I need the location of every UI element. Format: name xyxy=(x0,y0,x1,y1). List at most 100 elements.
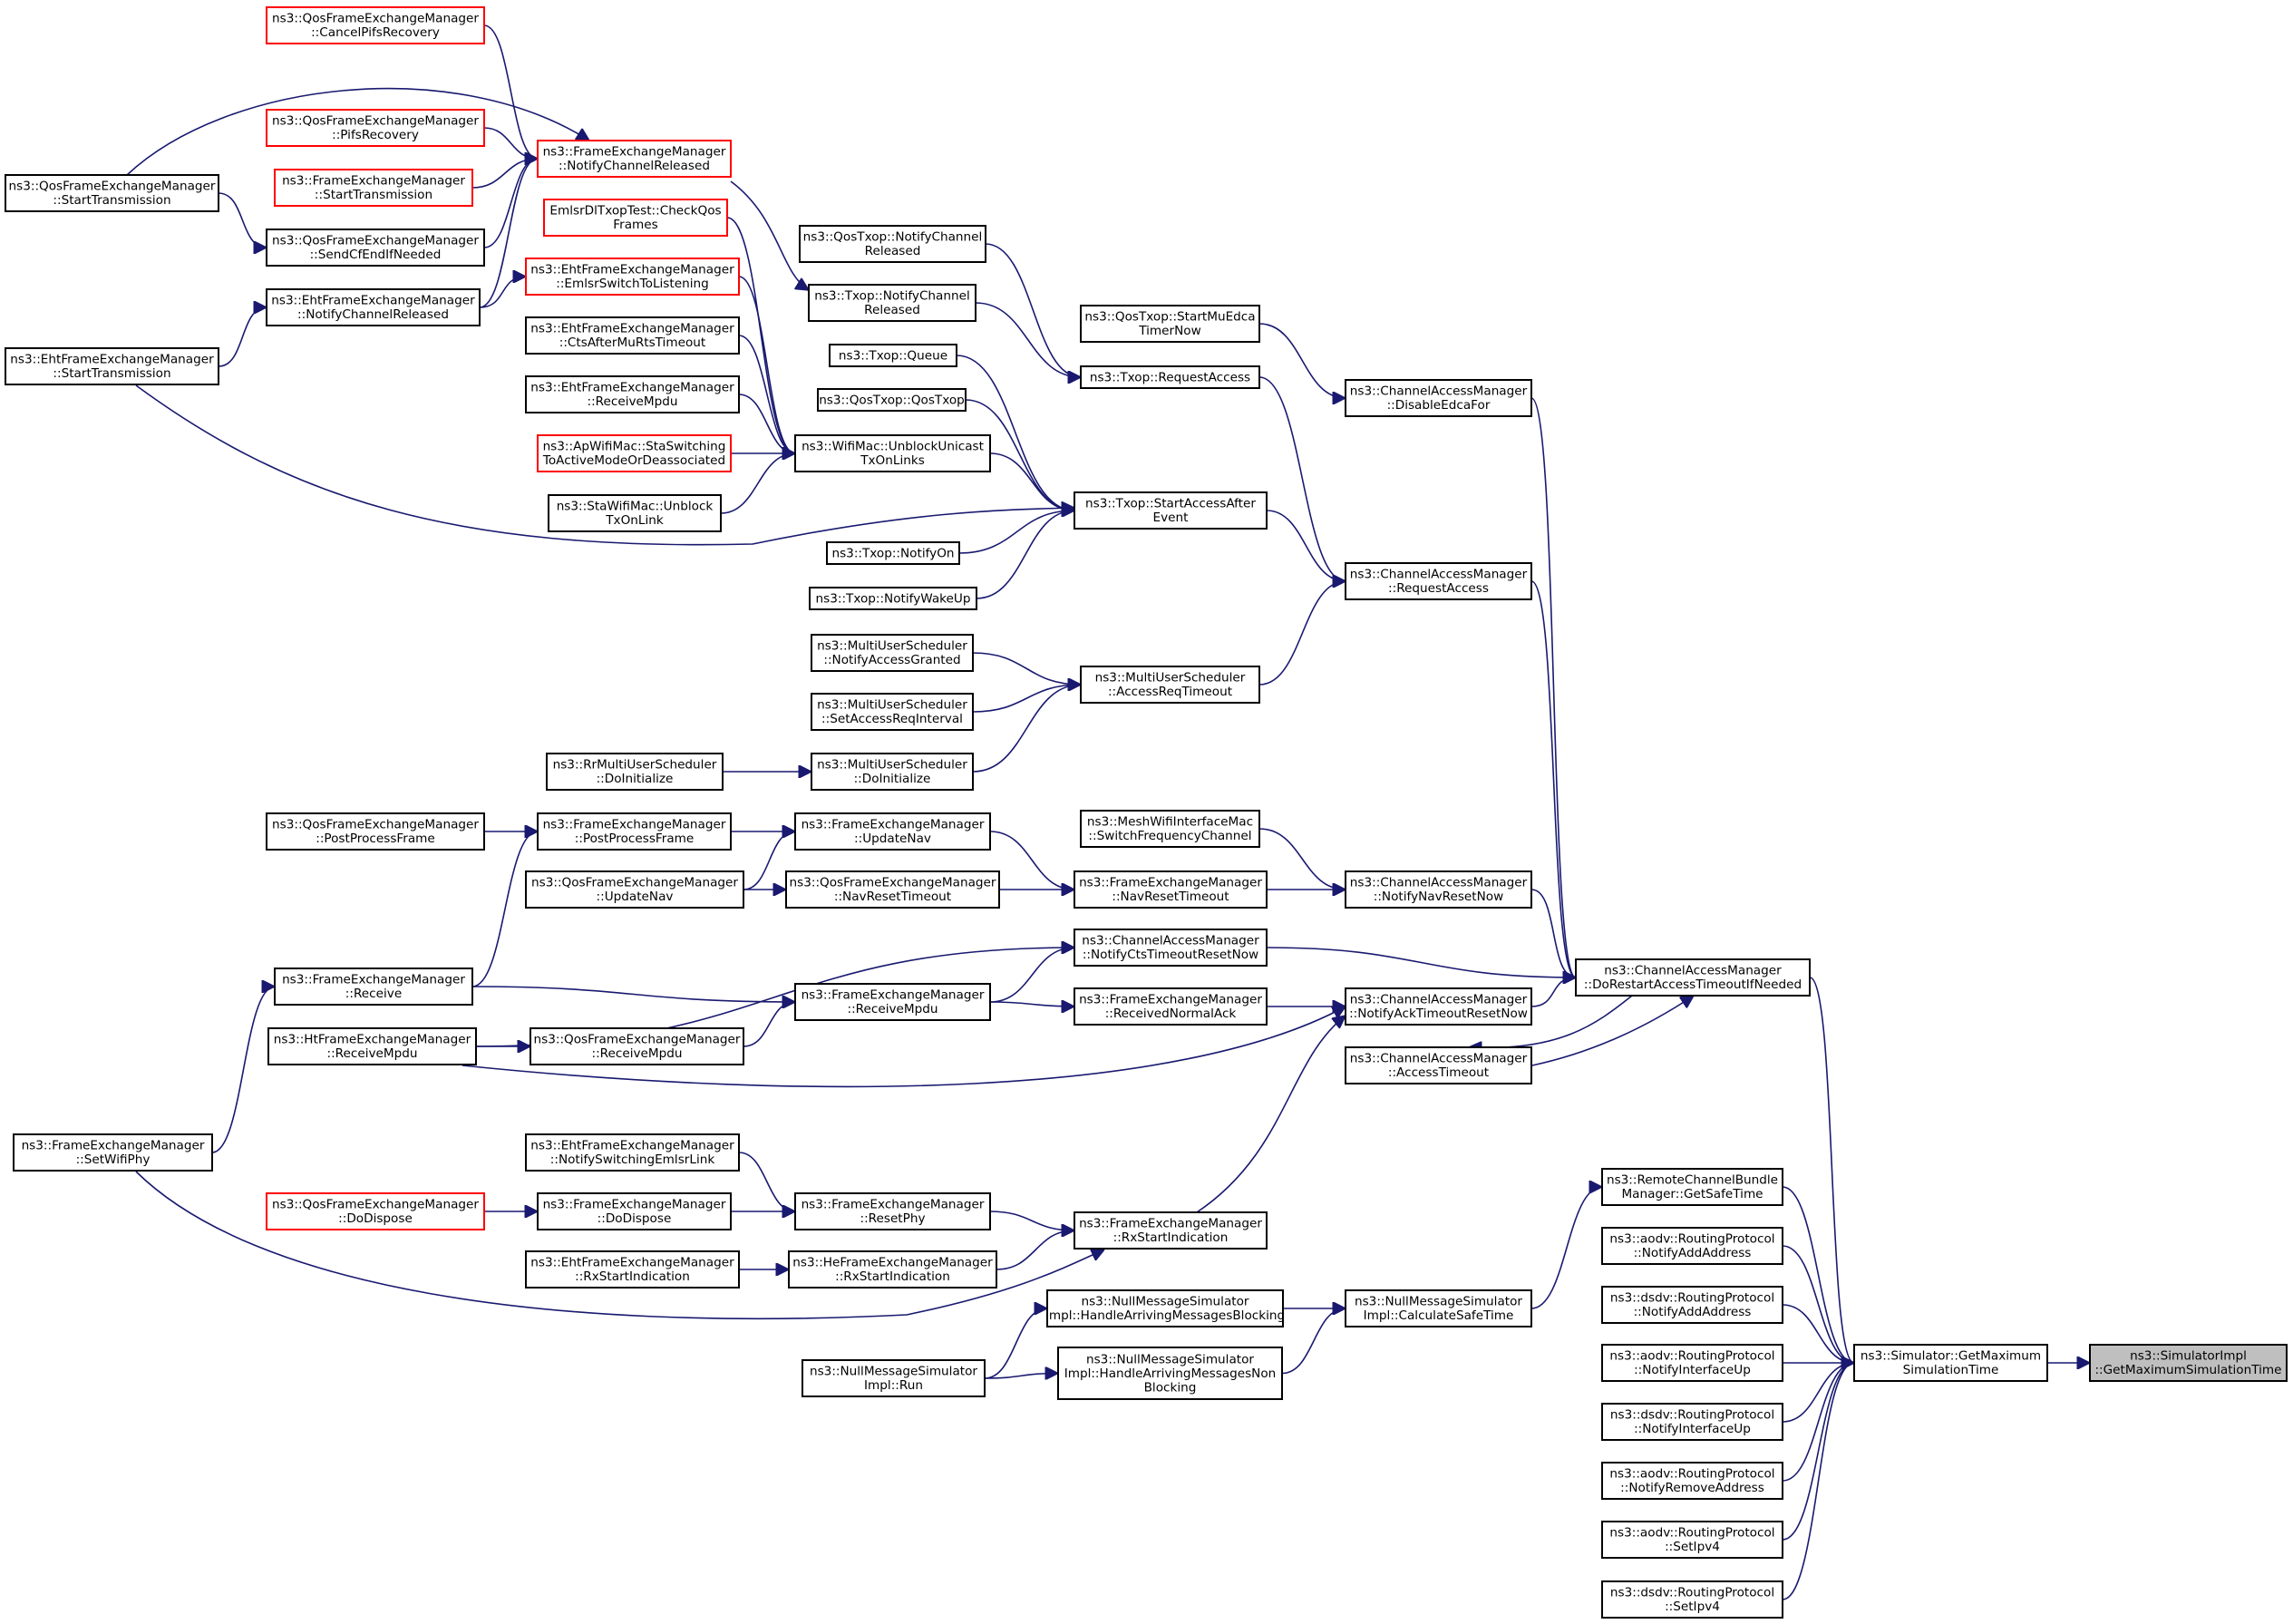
node-ehtframeexchangemanager-emlsrswitchtolistening[interactable]: ns3::EhtFrameExchangeManager::EmlsrSwitc… xyxy=(525,258,740,296)
node-remotechannelbundlemanager-getsafetime[interactable]: ns3::RemoteChannelBundleManager::GetSafe… xyxy=(1601,1168,1783,1206)
node-box xyxy=(1080,365,1260,389)
node-simulator-getmaximumsimulationtime[interactable]: ns3::Simulator::GetMaximumSimulationTime xyxy=(1853,1344,2048,1382)
node-frameexchangemanager-dodispose[interactable]: ns3::FrameExchangeManager::DoDispose xyxy=(537,1192,732,1230)
node-ehtframeexchangemanager-receivempdu[interactable]: ns3::EhtFrameExchangeManager::ReceiveMpd… xyxy=(525,375,740,413)
node-box xyxy=(537,812,732,851)
node-qosframeexchangemanager-updatenav[interactable]: ns3::QosFrameExchangeManager::UpdateNav xyxy=(525,870,744,909)
node-label-line: ns3::EhtFrameExchangeManager xyxy=(271,294,475,308)
node-txop-requestaccess[interactable]: ns3::Txop::RequestAccess xyxy=(1080,365,1260,389)
node-label-line: ns3::HeFrameExchangeManager xyxy=(792,1256,993,1270)
node-label-line: ns3::ChannelAccessManager xyxy=(1350,568,1528,582)
node-dsdv-routingprotocol-notifyinterfaceup[interactable]: ns3::dsdv::RoutingProtocol::NotifyInterf… xyxy=(1601,1403,1783,1441)
node-qosframeexchangemanager-navresettimeout[interactable]: ns3::QosFrameExchangeManager::NavResetTi… xyxy=(785,870,1000,909)
node-channelaccessmanager-accesstimeout[interactable]: ns3::ChannelAccessManager::AccessTimeout xyxy=(1345,1046,1532,1084)
node-qosframeexchangemanager-cancelpifsrecovery[interactable]: ns3::QosFrameExchangeManager::CancelPifs… xyxy=(266,6,485,44)
node-channelaccessmanager-disableedcafor[interactable]: ns3::ChannelAccessManager::DisableEdcaFo… xyxy=(1345,379,1532,417)
node-heframeexchangemanager-rxstartindication[interactable]: ns3::HeFrameExchangeManager::RxStartIndi… xyxy=(788,1250,997,1289)
node-frameexchangemanager-receivednormalack[interactable]: ns3::FrameExchangeManager::ReceivedNorma… xyxy=(1074,987,1268,1026)
node-ehtframeexchangemanager-ctsaftermurtstimeout[interactable]: ns3::EhtFrameExchangeManager::CtsAfterMu… xyxy=(525,316,740,355)
node-aodv-routingprotocol-setipv4[interactable]: ns3::aodv::RoutingProtocol::SetIpv4 xyxy=(1601,1521,1783,1559)
node-box xyxy=(1345,1046,1532,1084)
node-aodv-routingprotocol-notifyinterfaceup[interactable]: ns3::aodv::RoutingProtocol::NotifyInterf… xyxy=(1601,1344,1783,1382)
node-box xyxy=(794,434,991,472)
node-frameexchangemanager-setwifiphy[interactable]: ns3::FrameExchangeManager::SetWifiPhy xyxy=(13,1133,213,1172)
node-dsdv-routingprotocol-setipv4[interactable]: ns3::dsdv::RoutingProtocol::SetIpv4 xyxy=(1601,1580,1783,1619)
node-multiuserscheduler-accessreqtimeout[interactable]: ns3::MultiUserScheduler::AccessReqTimeou… xyxy=(1080,666,1260,704)
node-frameexchangemanager-starttransmission[interactable]: ns3::FrameExchangeManager::StartTransmis… xyxy=(274,169,473,207)
node-ehtframeexchangemanager-notifychannelreleased[interactable]: ns3::EhtFrameExchangeManager::NotifyChan… xyxy=(266,288,481,326)
node-box xyxy=(274,169,473,207)
node-ehtframeexchangemanager-rxstartindication[interactable]: ns3::EhtFrameExchangeManager::RxStartInd… xyxy=(525,1250,740,1289)
node-nullmessagesimulatorimpl-calculatesafetime[interactable]: ns3::NullMessageSimulatorImpl::Calculate… xyxy=(1345,1289,1532,1327)
node-frameexchangemanager-receivempdu[interactable]: ns3::FrameExchangeManager::ReceiveMpdu xyxy=(794,983,991,1021)
node-qosframeexchangemanager-sendcfendifneeded[interactable]: ns3::QosFrameExchangeManager::SendCfEndI… xyxy=(266,229,485,267)
node-box xyxy=(1601,1462,1783,1500)
node-frameexchangemanager-notifychannelreleased[interactable]: ns3::FrameExchangeManager::NotifyChannel… xyxy=(537,140,732,178)
node-box xyxy=(543,199,728,237)
node-dsdv-routingprotocol-notifyaddaddress[interactable]: ns3::dsdv::RoutingProtocol::NotifyAddAdd… xyxy=(1601,1286,1783,1324)
node-frameexchangemanager-rxstartindication[interactable]: ns3::FrameExchangeManager::RxStartIndica… xyxy=(1074,1211,1268,1250)
node-htframeexchangemanager-receivempdu[interactable]: ns3::HtFrameExchangeManager::ReceiveMpdu xyxy=(267,1027,477,1065)
node-frameexchangemanager-postprocessframe[interactable]: ns3::FrameExchangeManager::PostProcessFr… xyxy=(537,812,732,851)
node-qostxop-notifychannelreleased[interactable]: ns3::QosTxop::NotifyChannelReleased xyxy=(799,225,986,263)
node-box xyxy=(1074,929,1268,967)
node-label-line: ns3::FrameExchangeManager xyxy=(543,145,726,160)
node-label-line: ::NotifyInterfaceUp xyxy=(1634,1363,1751,1377)
node-nullmessagesimulatorimpl-handlearrivingmessagesblocking[interactable]: ns3::NullMessageSimulatorImpl::HandleArr… xyxy=(1045,1289,1285,1327)
node-qosframeexchangemanager-dodispose[interactable]: ns3::QosFrameExchangeManager::DoDispose xyxy=(266,1192,485,1230)
node-txop-queue[interactable]: ns3::Txop::Queue xyxy=(829,344,957,367)
node-box xyxy=(274,968,473,1006)
node-txop-notifywakeup[interactable]: ns3::Txop::NotifyWakeUp xyxy=(809,587,977,610)
node-label-line: ::ReceivedNormalAck xyxy=(1105,1006,1237,1021)
node-apwifimac-staswitchingtoactivemodeordeassociated[interactable]: ns3::ApWifiMac::StaSwitchingToActiveMode… xyxy=(537,434,732,472)
node-frameexchangemanager-navresettimeout[interactable]: ns3::FrameExchangeManager::NavResetTimeo… xyxy=(1074,870,1268,909)
node-channelaccessmanager-requestaccess[interactable]: ns3::ChannelAccessManager::RequestAccess xyxy=(1345,562,1532,600)
node-qosframeexchangemanager-postprocessframe[interactable]: ns3::QosFrameExchangeManager::PostProces… xyxy=(266,812,485,851)
node-box xyxy=(525,316,740,355)
node-ehtframeexchangemanager-starttransmission[interactable]: ns3::EhtFrameExchangeManager::StartTrans… xyxy=(5,347,219,385)
node-label-line: ::SetIpv4 xyxy=(1665,1600,1720,1614)
node-rrmultiuserscheduler-doinitialize[interactable]: ns3::RrMultiUserScheduler::DoInitialize xyxy=(546,753,724,791)
node-frameexchangemanager-updatenav[interactable]: ns3::FrameExchangeManager::UpdateNav xyxy=(794,812,991,851)
node-channelaccessmanager-notifyacktimeoutresetnow[interactable]: ns3::ChannelAccessManager::NotifyAckTime… xyxy=(1345,987,1532,1026)
node-aodv-routingprotocol-notifyremoveaddress[interactable]: ns3::aodv::RoutingProtocol::NotifyRemove… xyxy=(1601,1462,1783,1500)
node-multiuserscheduler-setaccessreqinterval[interactable]: ns3::MultiUserScheduler::SetAccessReqInt… xyxy=(811,693,974,731)
node-txop-notifychannelreleased[interactable]: ns3::Txop::NotifyChannelReleased xyxy=(808,284,976,322)
node-meshwifiinterfacemac-switchfrequencychannel[interactable]: ns3::MeshWifiInterfaceMac::SwitchFrequen… xyxy=(1080,810,1260,848)
node-multiuserscheduler-doinitialize[interactable]: ns3::MultiUserScheduler::DoInitialize xyxy=(811,753,974,791)
node-simulatorimpl-getmaximumsimulationtime[interactable]: ns3::SimulatorImpl::GetMaximumSimulation… xyxy=(2089,1344,2288,1382)
node-qostxop-qostxop[interactable]: ns3::QosTxop::QosTxop xyxy=(817,388,967,412)
node-label-line: ::ReceiveMpdu xyxy=(588,394,678,409)
edge-cam_at-to-cam_drat xyxy=(1531,996,1694,1066)
node-ehtframeexchangemanager-notifyswitchingemlsrlink[interactable]: ns3::EhtFrameExchangeManager::NotifySwit… xyxy=(525,1133,740,1172)
node-label-line: ns3::Simulator::GetMaximum xyxy=(1861,1349,2041,1364)
node-multiuserscheduler-notifyaccessgranted[interactable]: ns3::MultiUserScheduler::NotifyAccessGra… xyxy=(811,634,974,672)
node-label-line: ::RequestAccess xyxy=(1388,581,1489,596)
node-frameexchangemanager-receive[interactable]: ns3::FrameExchangeManager::Receive xyxy=(274,968,473,1006)
node-channelaccessmanager-notifynavresetnow[interactable]: ns3::ChannelAccessManager::NotifyNavRese… xyxy=(1345,870,1532,909)
edge-nms_cst-to-rcb_gst xyxy=(1530,1187,1603,1309)
node-frameexchangemanager-resetphy[interactable]: ns3::FrameExchangeManager::ResetPhy xyxy=(794,1192,991,1230)
node-qosframeexchangemanager-receivempdu[interactable]: ns3::QosFrameExchangeManager::ReceiveMpd… xyxy=(530,1027,744,1065)
edge-txop_non-to-txop_sae xyxy=(958,511,1074,554)
node-qosframeexchangemanager-starttransmission[interactable]: ns3::QosFrameExchangeManager::StartTrans… xyxy=(5,174,219,212)
node-qosframeexchangemanager-pifsrecovery[interactable]: ns3::QosFrameExchangeManager::PifsRecove… xyxy=(266,109,485,147)
node-label-line: ::AccessReqTimeout xyxy=(1108,685,1232,699)
node-label-line: Impl::CalculateSafeTime xyxy=(1364,1308,1514,1323)
node-aodv-routingprotocol-notifyaddaddress[interactable]: ns3::aodv::RoutingProtocol::NotifyAddAdd… xyxy=(1601,1227,1783,1265)
node-channelaccessmanager-dorestartaccesstimeoutifneeded[interactable]: ns3::ChannelAccessManager::DoRestartAcce… xyxy=(1575,958,1811,997)
node-channelaccessmanager-notifyctstimeoutresetnow[interactable]: ns3::ChannelAccessManager::NotifyCtsTime… xyxy=(1074,929,1268,967)
node-nullmessagesimulatorimpl-handlearrivingmessagesnonblocking[interactable]: ns3::NullMessageSimulatorImpl::HandleArr… xyxy=(1057,1347,1283,1400)
node-label-line: ::GetMaximumSimulationTime xyxy=(2094,1363,2281,1377)
node-box xyxy=(266,288,481,326)
edge-txop_nwu-to-txop_sae xyxy=(976,511,1074,599)
node-label-line: ToActiveModeOrDeassociated xyxy=(542,453,725,468)
node-txop-notifyon[interactable]: ns3::Txop::NotifyOn xyxy=(826,541,960,565)
edge-cam_def-to-cam_drat xyxy=(1530,397,1577,977)
